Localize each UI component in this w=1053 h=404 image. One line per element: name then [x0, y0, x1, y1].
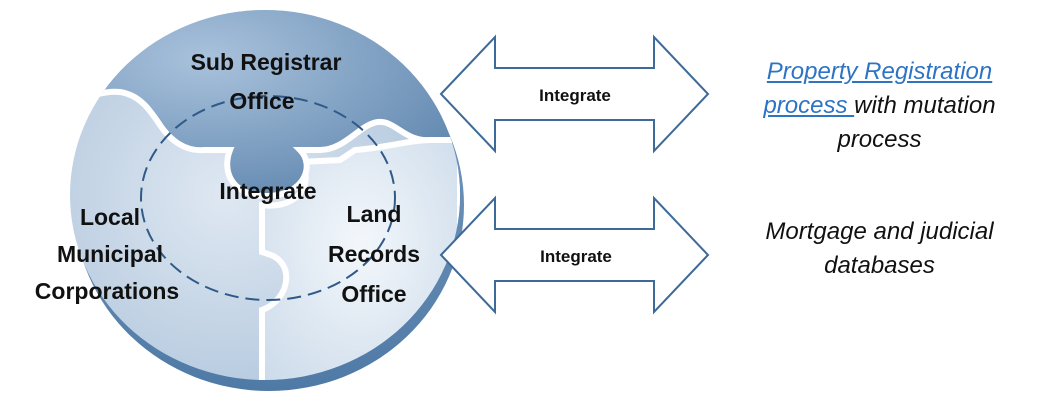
integrate-arrow-top [439, 34, 710, 154]
center-integrate-label: Integrate [219, 178, 316, 204]
sub-registrar-label-line1: Sub Registrar [191, 49, 342, 75]
local-municipal-label-line2: Municipal [57, 241, 163, 267]
puzzle-piece-sub-registrar [70, 10, 460, 200]
local-municipal-label-line1: Local [80, 204, 140, 230]
integrate-arrow-bottom-label: Integrate [540, 247, 612, 266]
land-records-label-line2: Records [328, 241, 420, 267]
property-registration-rest: with mutation process [837, 92, 996, 153]
mortgage-judicial-label: Mortgage and judicial databases [765, 218, 994, 279]
integrate-arrow-bottom [439, 195, 710, 315]
integration-dashed-circle [140, 95, 396, 301]
property-registration-link[interactable]: Property Registration process [763, 58, 993, 119]
integrate-arrow-top-label: Integrate [539, 86, 611, 105]
land-records-label-line3: Office [341, 281, 406, 307]
property-registration-text: Property Registration process with mutat… [722, 55, 1037, 157]
land-records-label-line1: Land [347, 201, 402, 227]
local-municipal-label-line3: Corporations [35, 278, 179, 304]
mortgage-judicial-text: Mortgage and judicial databases [722, 215, 1037, 283]
sub-registrar-label-line2: Office [229, 88, 294, 114]
